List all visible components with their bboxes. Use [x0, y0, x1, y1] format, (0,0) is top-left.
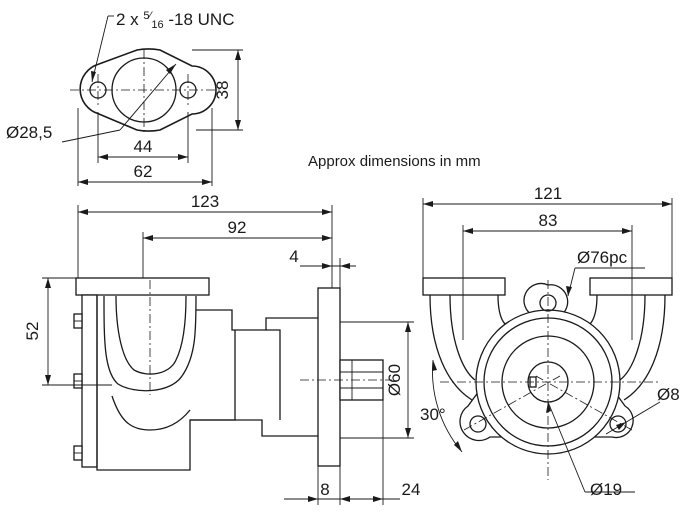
flange-outline: [79, 48, 217, 132]
side-plate-label: 8: [320, 480, 329, 499]
side-port-flange: [75, 277, 210, 296]
side-length-label: 123: [191, 192, 219, 211]
front-view: [422, 198, 673, 493]
dimensions-note: Approx dimensions in mm: [308, 153, 481, 170]
flange-width-label: 62: [134, 162, 153, 181]
thread-prefix: 2 x: [116, 10, 143, 29]
front-hole-label: Ø8: [657, 385, 680, 404]
side-mount-flange: [317, 287, 341, 467]
side-mount-label: 92: [228, 218, 247, 237]
side-flange-thk-label: 4: [289, 247, 298, 266]
thread-den: 16: [151, 19, 163, 31]
flange-view: [61, 15, 243, 186]
flange-bore-label: Ø28,5: [6, 123, 52, 142]
front-hole-left: [469, 415, 487, 433]
flange-height-label: 38: [213, 81, 232, 100]
front-ports-label: 83: [539, 211, 558, 230]
thread-label: 2 x 5⁄16 -18 UNC: [116, 10, 234, 31]
side-view: [42, 205, 414, 505]
side-height-label: 52: [23, 322, 42, 341]
flange-spacing-label: 44: [134, 137, 153, 156]
thread-suffix: -18 UNC: [164, 10, 235, 29]
thread-num: 5: [143, 10, 149, 22]
front-hole-right: [609, 415, 627, 433]
side-back-plate: [81, 294, 98, 468]
side-shaft-dia-label: Ø60: [385, 364, 404, 396]
side-elbow: [103, 295, 197, 392]
front-port-left: [422, 277, 506, 296]
front-shaft-label: Ø19: [590, 480, 622, 499]
front-angle-label: 30°: [420, 405, 446, 424]
side-shaft-len-label: 24: [402, 480, 421, 499]
front-port-right: [589, 277, 673, 296]
front-width-label: 121: [534, 184, 562, 203]
front-pitch-label: Ø76pc: [577, 248, 628, 267]
